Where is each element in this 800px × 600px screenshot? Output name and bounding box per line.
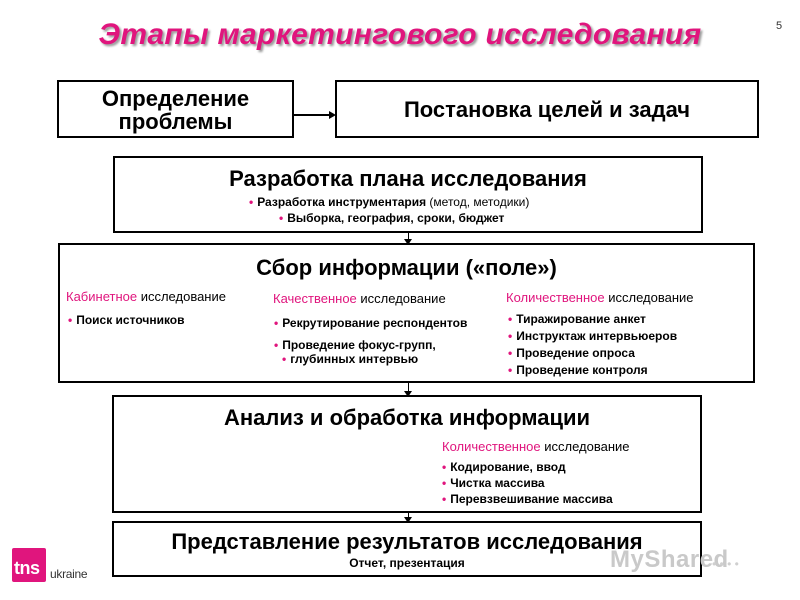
page-number: 5 bbox=[776, 20, 783, 32]
plan-item-sampling: Выборка, география, сроки, бюджет bbox=[279, 210, 504, 226]
qual-item-recruiting: Рекрутирование респондентов bbox=[274, 315, 467, 331]
quant-item-control: Проведение контроля bbox=[508, 362, 647, 378]
step-goals-box: Постановка целей и задач bbox=[335, 80, 759, 138]
step-plan-heading: Разработка плана исследования bbox=[229, 166, 587, 191]
step-collection-heading: Сбор информации («поле») bbox=[256, 255, 557, 280]
quant-item-survey: Проведение опроса bbox=[508, 345, 635, 361]
step-analysis-box: Анализ и обработка информации Количестве… bbox=[112, 395, 702, 513]
arrow-collection-to-analysis bbox=[404, 382, 412, 397]
step-goals-label: Постановка целей и задач bbox=[403, 97, 691, 122]
step-collection-box: Сбор информации («поле») Кабинетное иссл… bbox=[58, 243, 755, 383]
watermark-dots-icon: • • • • bbox=[712, 557, 739, 571]
step-presentation-heading: Представление результатов исследования bbox=[171, 529, 643, 554]
collection-qualitative-label: Качественное исследование bbox=[273, 291, 446, 306]
step-plan-box: Разработка плана исследования Разработка… bbox=[113, 156, 703, 233]
step-presentation-box: Представление результатов исследования О… bbox=[112, 521, 702, 577]
analysis-item-coding: Кодирование, ввод bbox=[442, 459, 565, 475]
plan-item-instruments: Разработка инструментария (метод, методи… bbox=[249, 194, 529, 210]
step-problem-label: Определение проблемы bbox=[101, 86, 250, 134]
slide-title: Этапы маркетингового исследования bbox=[98, 18, 702, 51]
tns-logo-icon bbox=[12, 548, 46, 582]
analysis-item-weighting: Перевзвешивание массива bbox=[442, 491, 612, 507]
arrow-problem-to-goals bbox=[293, 111, 336, 119]
quant-item-copies: Тиражирование анкет bbox=[508, 311, 646, 327]
collection-quantitative-label: Количественное исследование bbox=[506, 290, 694, 305]
qual-item-focus-groups: Проведение фокус-групп, bbox=[274, 337, 436, 353]
qual-item-depth-interviews: глубинных интервью bbox=[282, 351, 418, 367]
quant-item-briefing: Инструктаж интервьюеров bbox=[508, 328, 677, 344]
collection-desk-label: Кабинетное исследование bbox=[66, 289, 226, 304]
arrow-analysis-to-presentation bbox=[404, 512, 412, 523]
logo-suffix: ukraine bbox=[50, 567, 88, 581]
analysis-item-cleaning: Чистка массива bbox=[442, 475, 544, 491]
step-problem-box: Определение проблемы bbox=[57, 80, 294, 138]
arrow-plan-to-collection bbox=[404, 232, 412, 245]
watermark: MyShared bbox=[610, 546, 729, 573]
step-analysis-heading: Анализ и обработка информации bbox=[223, 405, 591, 430]
logo-mark: tns bbox=[14, 558, 40, 578]
analysis-quantitative-label: Количественное исследование bbox=[442, 439, 630, 454]
desk-item-sources: Поиск источников bbox=[68, 312, 184, 328]
step-presentation-sub: Отчет, презентация bbox=[349, 556, 465, 570]
